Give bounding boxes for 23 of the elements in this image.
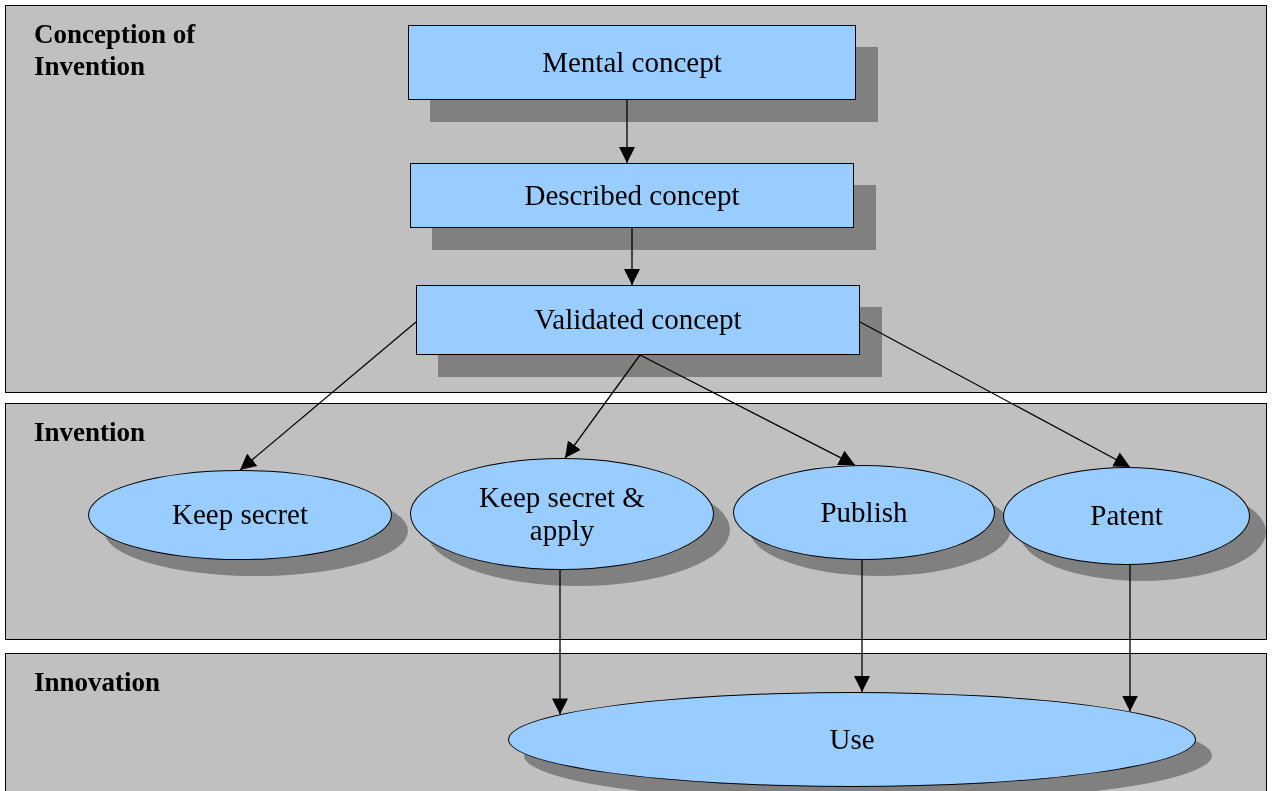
arrow (859, 321, 1131, 468)
band-title: Innovation (34, 666, 162, 699)
node-label: Use (828, 722, 876, 757)
arrow (239, 321, 417, 471)
node-label: Described concept (523, 178, 741, 213)
band-panel (5, 653, 1267, 791)
node-label: Keep secret (170, 498, 310, 532)
arrow (624, 227, 640, 286)
arrow (854, 559, 870, 693)
band-panel (5, 403, 1267, 640)
node-label: Mental concept (541, 45, 723, 80)
node-label: Validated concept (533, 303, 743, 337)
node-label: Publish (819, 495, 909, 530)
band-title: Conception of Invention (34, 18, 197, 83)
node-label: Patent (1089, 499, 1164, 533)
band-panel (5, 5, 1267, 393)
band-title: Invention (34, 416, 147, 449)
arrow (639, 354, 856, 466)
arrow (552, 569, 568, 716)
node-label: Keep secret & apply (478, 480, 646, 548)
arrow (619, 99, 635, 164)
arrow (564, 354, 641, 459)
arrow (1122, 564, 1138, 713)
